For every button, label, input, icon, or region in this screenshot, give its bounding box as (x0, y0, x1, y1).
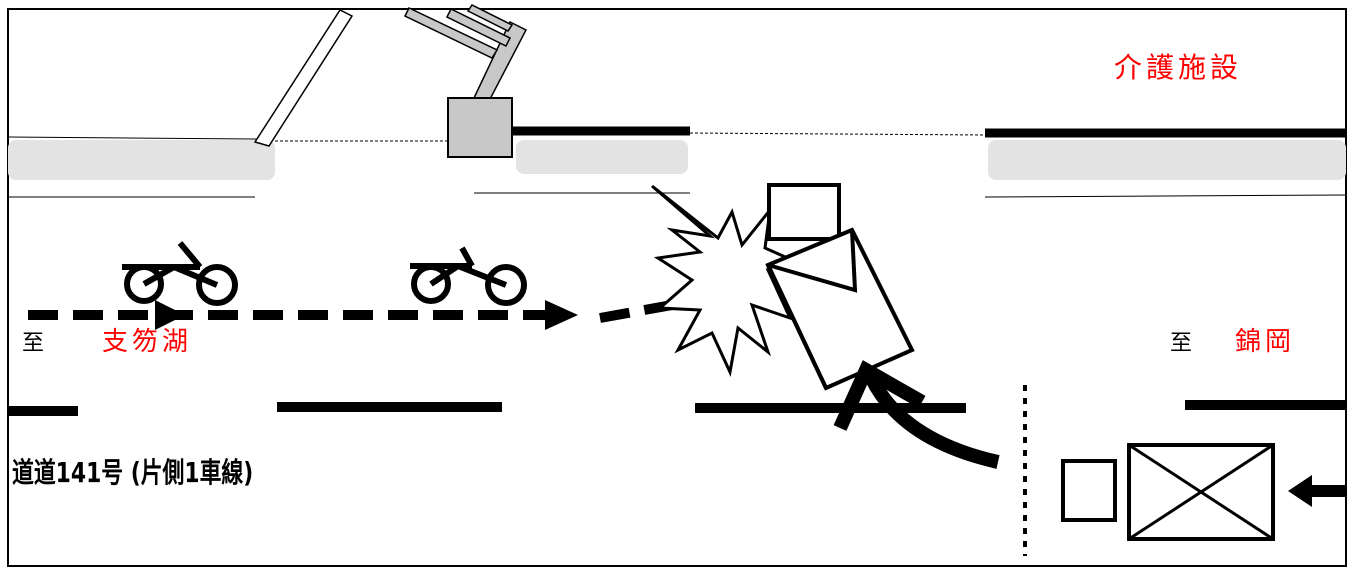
building-edge-left (7, 136, 259, 140)
gate-structure (403, 4, 528, 104)
destination-left-label: 支笏湖 (102, 327, 193, 357)
dotted-boundary-2 (689, 132, 986, 136)
path-arrow-1 (155, 300, 185, 330)
impact-box (767, 183, 841, 241)
sidewalk-left (8, 140, 275, 180)
bicycle-icon (410, 246, 527, 306)
sidewalk-middle (516, 140, 688, 174)
bicycle-path (28, 280, 760, 330)
car-front (1061, 459, 1117, 522)
sidewalk-right (988, 140, 1346, 180)
road-name-label: 道道141号 (片側1車線) (12, 456, 254, 489)
destination-right-label: 錦岡 (1235, 327, 1296, 357)
car-path-arrowhead (833, 360, 926, 431)
driveway-ramp (253, 9, 354, 147)
center-line (8, 400, 1346, 416)
to-right-label: 至 (1170, 331, 1193, 356)
facility-label: 介護施設 (1114, 51, 1243, 84)
car-path (863, 371, 1000, 469)
to-left-label: 至 (22, 331, 45, 356)
diagram-frame (7, 8, 1347, 567)
bicycle-icon (122, 241, 238, 306)
collision-burst-icon (651, 184, 811, 377)
car-direction-arrow (1288, 475, 1346, 507)
gate-post (447, 97, 513, 158)
car-icon (1127, 443, 1275, 541)
fallen-car-cross-2 (766, 264, 828, 389)
path-arrow-2 (545, 300, 578, 330)
road-edge-3 (984, 194, 1347, 198)
fallen-car-cross (767, 229, 858, 293)
